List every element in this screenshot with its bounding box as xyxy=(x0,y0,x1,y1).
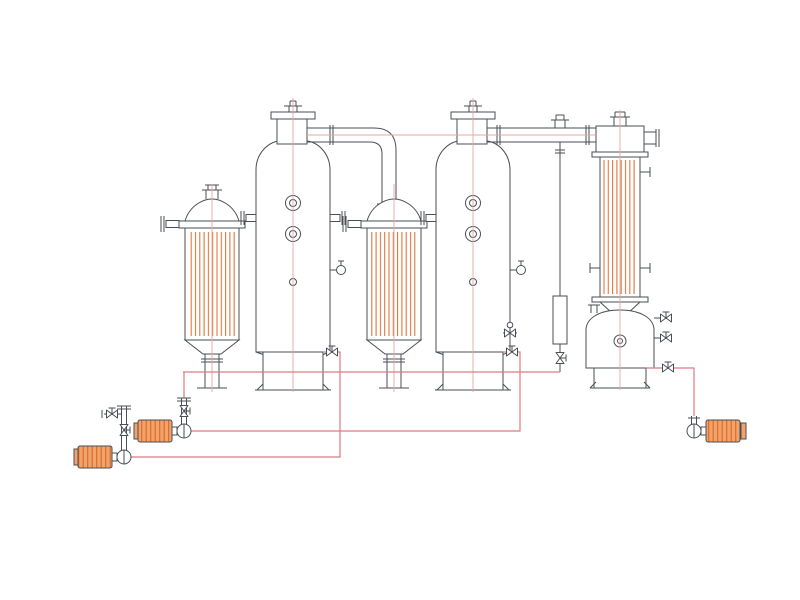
pump-2 xyxy=(133,397,192,443)
pump-3-motor xyxy=(705,419,741,443)
vapor-duct-2 xyxy=(487,114,596,145)
heater-2 xyxy=(342,198,428,389)
separator-1-neck xyxy=(276,117,308,145)
separator-1-left-stub xyxy=(245,214,257,222)
gauge-column-body xyxy=(552,295,568,345)
separator-2-left-stub xyxy=(425,214,437,222)
heater-1-left-stub xyxy=(165,220,180,228)
heater-2-left-stub xyxy=(347,220,362,228)
pump-1-motor xyxy=(77,445,113,469)
pipe-receiver-to-pump3 xyxy=(646,367,695,416)
pump-3 xyxy=(662,361,747,443)
valve xyxy=(660,331,672,343)
heater-1 xyxy=(160,184,246,389)
center-lines xyxy=(211,98,621,392)
separator-2-neck xyxy=(456,117,488,145)
valve xyxy=(662,361,674,373)
valve xyxy=(106,407,118,419)
gauge-column xyxy=(552,142,568,372)
condenser xyxy=(589,111,660,314)
level-instrument xyxy=(336,265,346,275)
duct-top-stub xyxy=(551,114,569,128)
separator-1-right-stub xyxy=(329,214,341,222)
line-valves xyxy=(326,321,518,357)
pump-2-motor xyxy=(137,419,173,443)
valve xyxy=(555,352,567,364)
level-instrument xyxy=(516,265,526,275)
valve xyxy=(660,311,672,323)
receiver xyxy=(585,304,672,389)
pump-1 xyxy=(73,405,132,469)
